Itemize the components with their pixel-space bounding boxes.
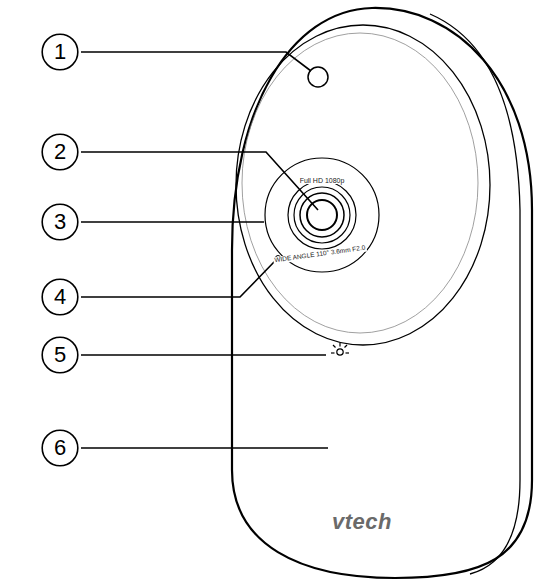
callout-circle: 6 xyxy=(41,429,79,467)
callout-circle: 5 xyxy=(41,336,79,374)
callout-number: 2 xyxy=(41,133,79,171)
leader-line xyxy=(81,152,318,210)
lens-rim xyxy=(300,193,344,237)
callout-circle: 4 xyxy=(41,278,79,316)
face-ring-inner xyxy=(242,33,478,333)
leader-line xyxy=(81,221,264,223)
callout-number: 4 xyxy=(41,278,79,316)
camera-body xyxy=(232,8,532,578)
callout-circle: 3 xyxy=(41,203,79,241)
callout-number: 1 xyxy=(41,33,79,71)
lens-marking: Full HD 1080p xyxy=(299,177,346,184)
lens-glass xyxy=(307,200,337,230)
lens-barrel-inner xyxy=(294,187,350,243)
leader-line xyxy=(81,354,326,356)
callout-number: 6 xyxy=(41,429,79,467)
body-side-edge xyxy=(430,14,520,574)
lens-ring xyxy=(265,158,379,272)
light-icon xyxy=(331,343,349,355)
lens-marking: WIDE ANGLE 110° 3.6mm F2.0 xyxy=(273,244,367,263)
callout-number: 5 xyxy=(41,336,79,374)
leader-lines xyxy=(81,52,328,448)
leader-line xyxy=(81,447,328,449)
callout-circle: 1 xyxy=(41,33,79,71)
callout-circle: 2 xyxy=(41,133,79,171)
brand-logo: vtech xyxy=(331,511,393,533)
leader-line xyxy=(81,52,311,71)
lens-barrel xyxy=(288,181,356,249)
leader-line xyxy=(81,261,275,297)
callout-number: 3 xyxy=(41,203,79,241)
face-ring-outer xyxy=(236,25,490,345)
